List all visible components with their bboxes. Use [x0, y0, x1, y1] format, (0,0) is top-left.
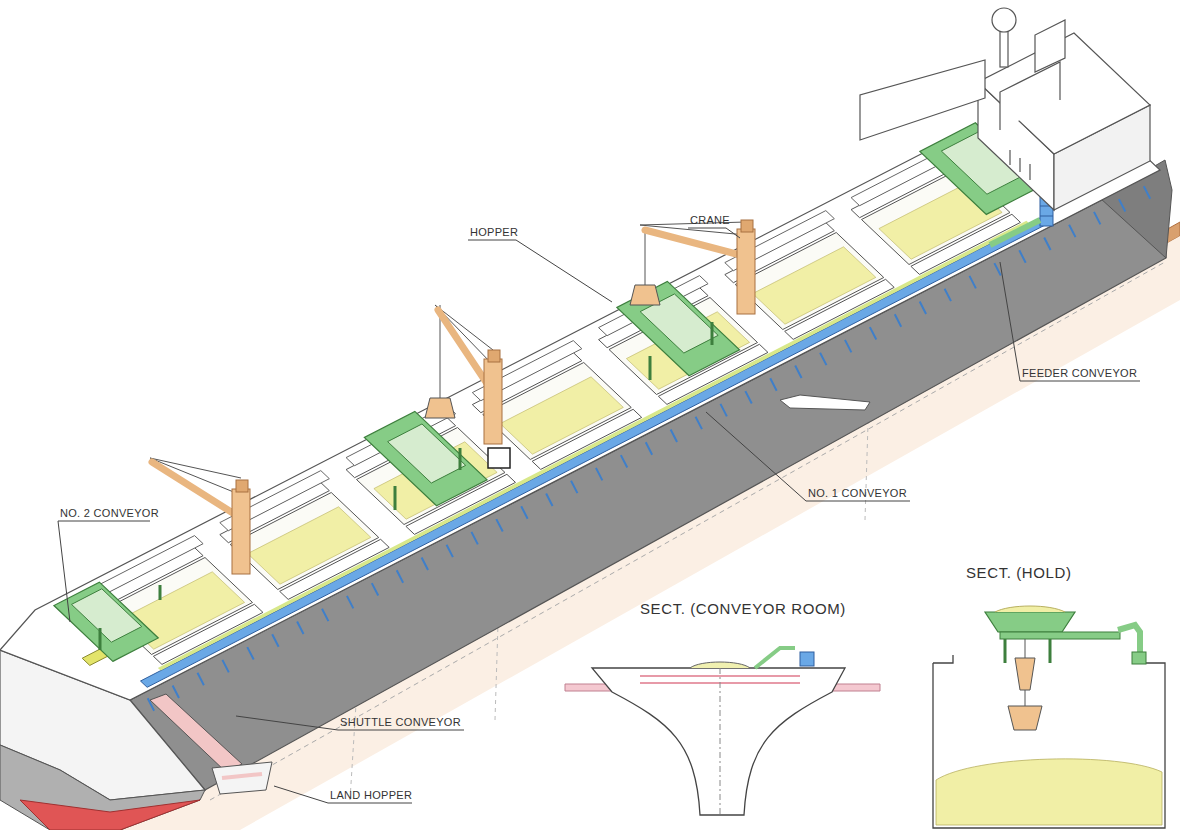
land-hopper-mouth: [222, 774, 262, 778]
hatch-covers: [94, 158, 1021, 665]
cargo: [121, 182, 1002, 649]
superstructure: [860, 8, 1150, 210]
hopper-legs: [100, 322, 712, 650]
land-hopper: [212, 762, 272, 794]
conveyor-room-section: [565, 648, 880, 815]
gangway: [780, 395, 870, 410]
deck-plan: [46, 150, 1046, 699]
feeder-belt: [990, 220, 1040, 245]
part-label: SHUTTLE CONVEYOR: [340, 716, 461, 729]
stanchions: [150, 191, 1150, 705]
conveyor-walkway: [158, 221, 1029, 671]
part-label: FEEDER CONVEYOR: [1022, 367, 1137, 380]
part-label: NO. 1 CONVEYOR: [808, 487, 907, 500]
part-label: CRANE: [690, 214, 730, 227]
hoppers: [48, 123, 1047, 669]
control-cab: [488, 448, 510, 468]
hold-section: [933, 606, 1165, 828]
part-label: NO. 2 CONVEYOR: [60, 507, 159, 520]
part-label: LAND HOPPER: [330, 789, 412, 802]
cranes: [150, 220, 755, 574]
deck: [0, 80, 1160, 700]
bow-bottom: [20, 800, 200, 830]
section-title: SECT. (HOLD): [966, 564, 1072, 581]
shuttle-conveyor: [150, 694, 242, 772]
hatch-cover-tops: [94, 146, 961, 596]
hopper-mouths: [68, 132, 1026, 646]
section-title: SECT. (CONVEYOR ROOM): [640, 600, 846, 617]
holds: [104, 168, 1010, 655]
bow-lower: [0, 745, 205, 830]
part-label: HOPPER: [470, 226, 518, 239]
no1-conveyor: [141, 218, 1047, 687]
